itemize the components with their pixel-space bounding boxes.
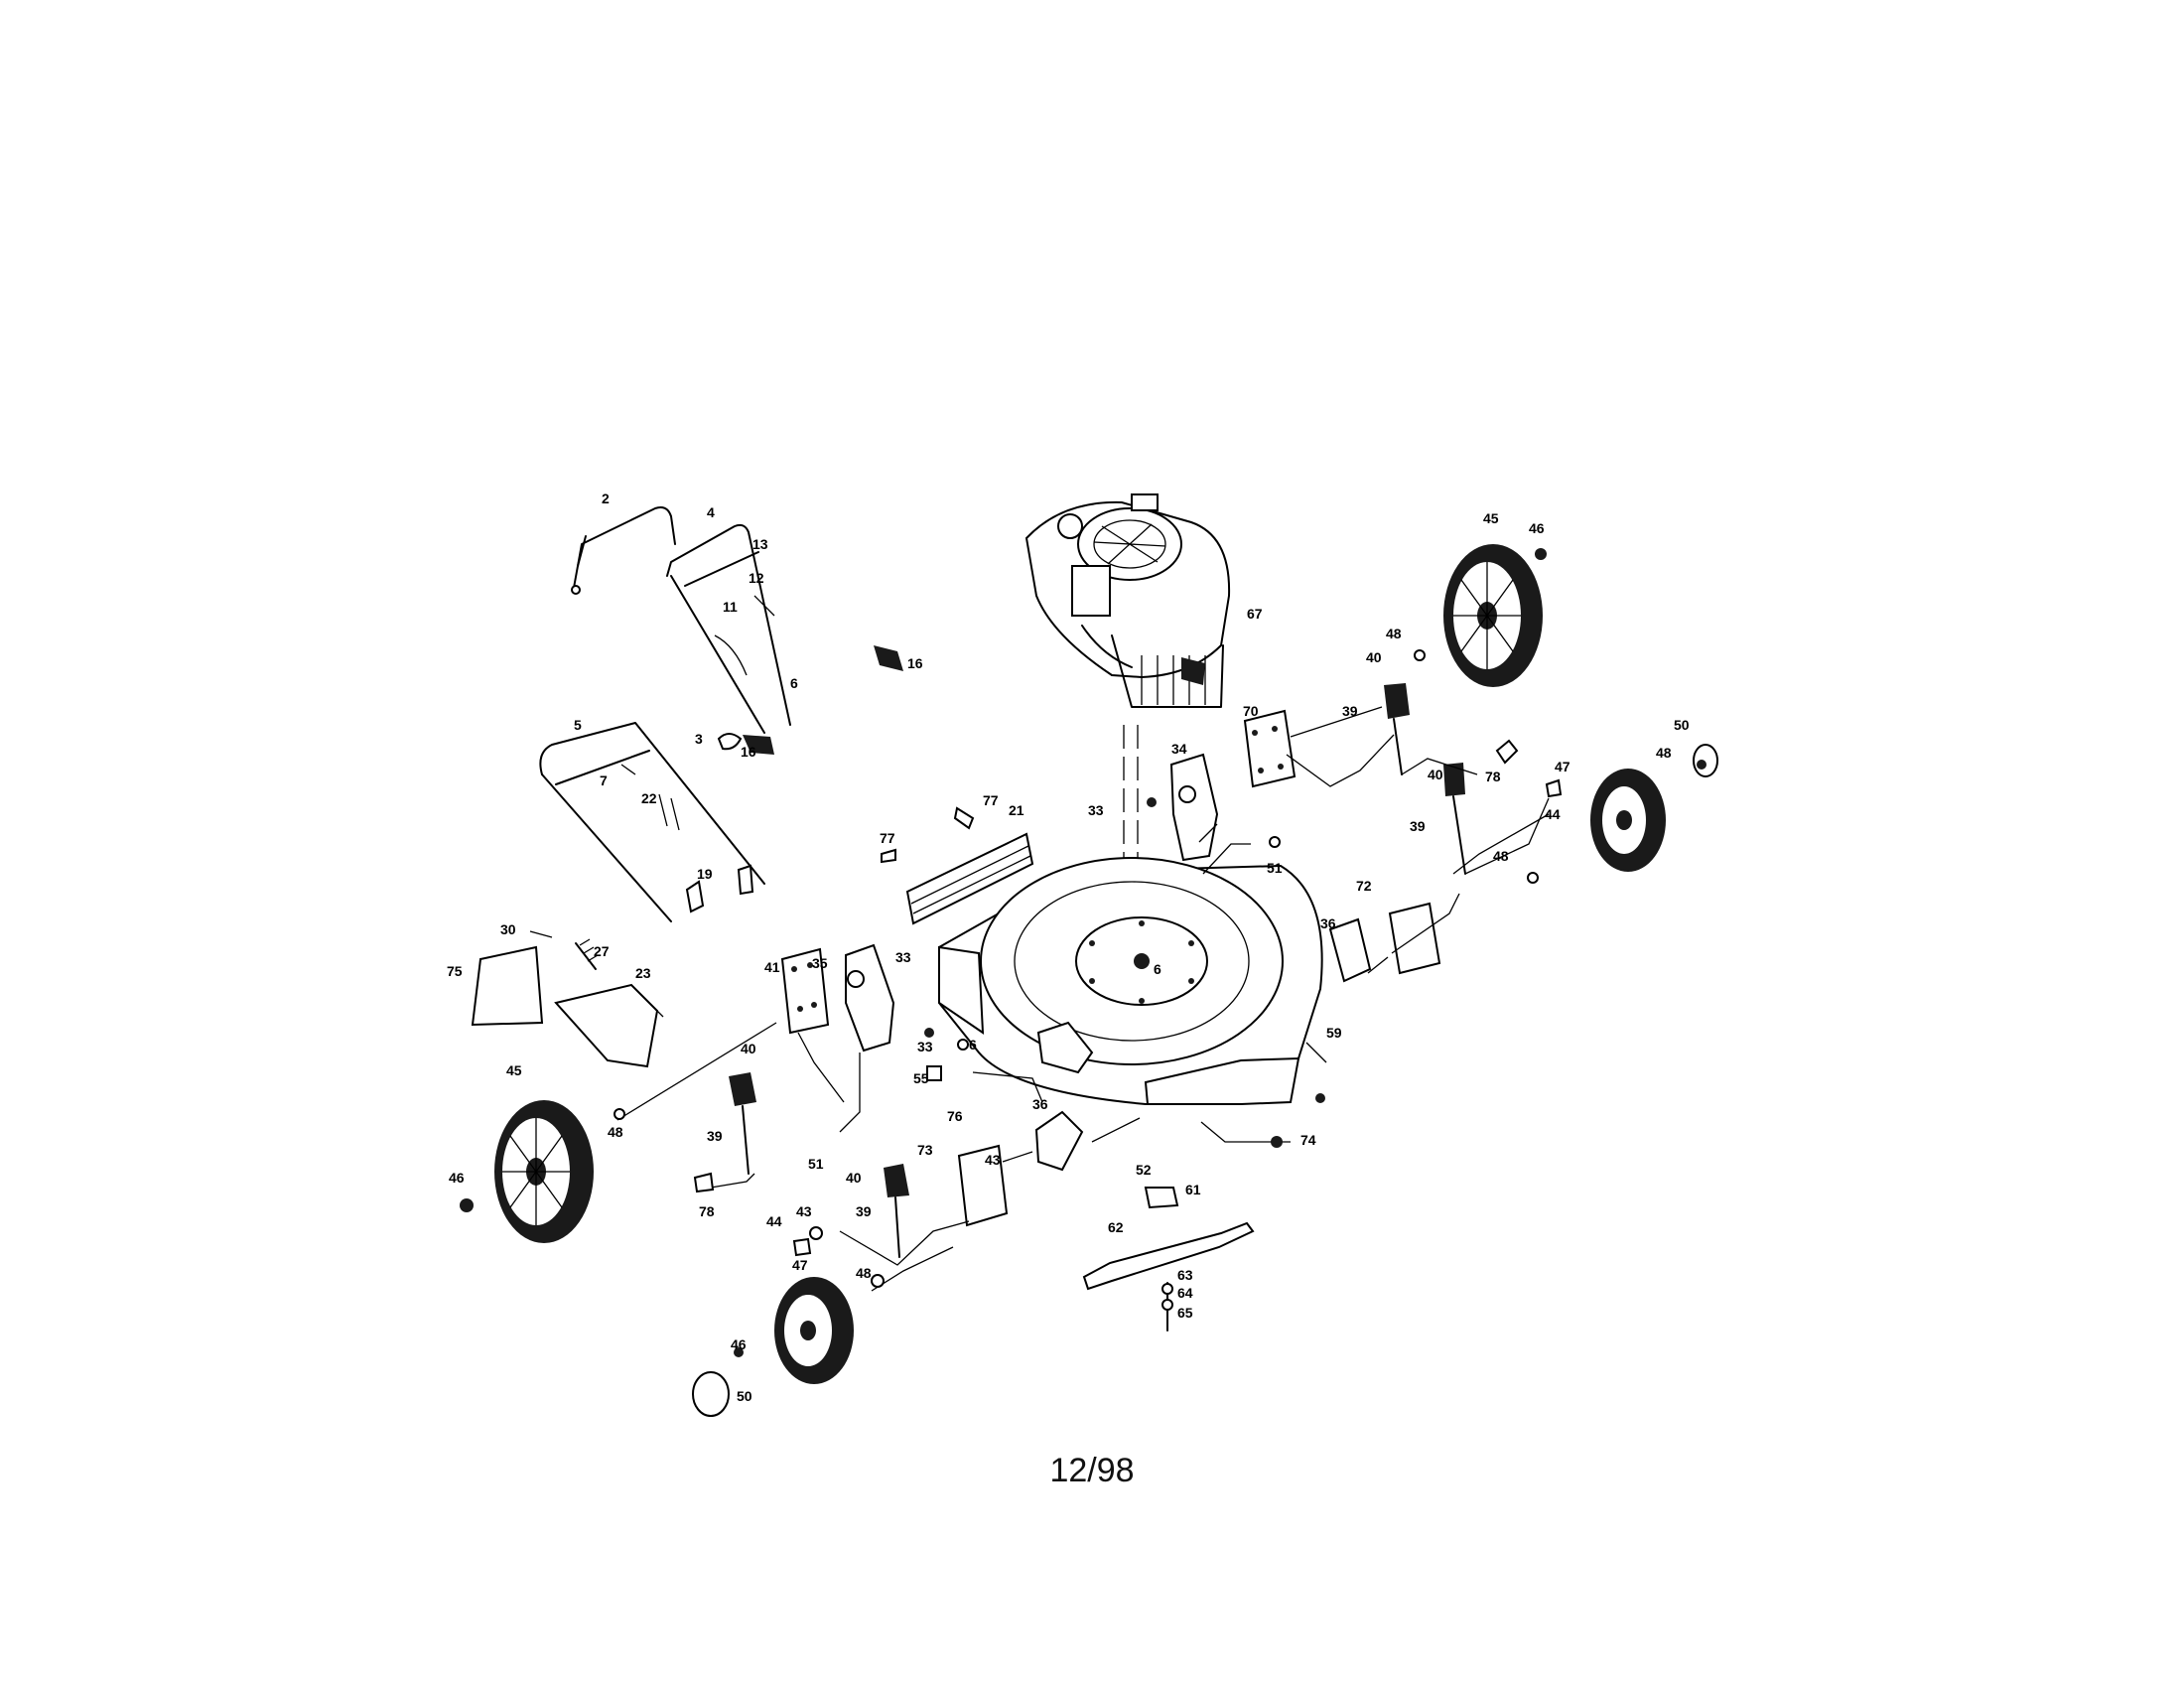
mower-deck-part: [938, 857, 1323, 1106]
callout-43-front: 43: [796, 1203, 812, 1219]
callout-36: 36: [1320, 915, 1336, 931]
callout-74: 74: [1300, 1132, 1316, 1148]
callout-21: 21: [1009, 802, 1024, 818]
callout-51-right: 51: [1267, 860, 1283, 876]
callout-40-front: 40: [846, 1170, 862, 1186]
rear-baffle-part: [905, 832, 1034, 925]
callout-48-right: 48: [1386, 626, 1402, 641]
callout-67: 67: [1247, 606, 1263, 622]
callout-30: 30: [500, 921, 516, 937]
right-front-wheel-part: [1590, 769, 1666, 872]
callout-48-hub: 48: [1656, 745, 1672, 761]
callout-75: 75: [447, 963, 463, 979]
callout-23: 23: [635, 965, 651, 981]
callout-12: 12: [749, 570, 764, 586]
callout-73: 73: [917, 1142, 933, 1158]
callout-48: 48: [608, 1124, 623, 1140]
callout-44-front: 44: [766, 1213, 782, 1229]
revision-date: 12/98: [1049, 1452, 1135, 1489]
left-axle-bracket-part: [780, 943, 895, 1052]
callout-3: 3: [695, 731, 703, 747]
handle-bail-part: [571, 506, 676, 595]
callout-6-center: 6: [1154, 961, 1161, 977]
callout-55: 55: [913, 1070, 929, 1086]
callout-46: 46: [449, 1170, 465, 1186]
callout-77: 77: [983, 792, 999, 808]
callout-19: 19: [697, 866, 713, 882]
callout-13: 13: [752, 536, 768, 552]
callout-36-lower: 36: [1032, 1096, 1048, 1112]
callout-77-lower: 77: [880, 830, 895, 846]
callout-33: 33: [895, 949, 911, 965]
callout-72: 72: [1356, 878, 1372, 894]
callout-11: 11: [723, 599, 738, 615]
blade-part: [1082, 1187, 1255, 1332]
callout-6-deck: 6: [969, 1037, 977, 1052]
callout-6: 6: [790, 675, 798, 691]
callout-46-right: 46: [1529, 520, 1545, 536]
callout-39-front: 39: [856, 1203, 872, 1219]
callout-48-right-front: 48: [1493, 848, 1509, 864]
rope-guide-spring-part: [529, 930, 599, 970]
callout-41: 41: [764, 959, 780, 975]
callout-39-right: 39: [1342, 703, 1358, 719]
callout-33-lower: 33: [917, 1039, 933, 1054]
left-front-wheel-part: [774, 1277, 854, 1384]
callout-48-front: 48: [856, 1265, 872, 1281]
callout-63: 63: [1177, 1267, 1193, 1283]
callout-33-right: 33: [1088, 802, 1104, 818]
callout-64: 64: [1177, 1285, 1193, 1301]
upper-handle-part: [666, 523, 791, 734]
callout-78-right: 78: [1485, 769, 1501, 784]
callout-46-front: 46: [731, 1336, 747, 1352]
grass-bag-deflector-part: [471, 945, 664, 1068]
callout-7: 7: [600, 772, 608, 788]
callout-61: 61: [1185, 1182, 1201, 1197]
callout-44: 44: [1545, 806, 1561, 822]
callout-43: 43: [985, 1152, 1001, 1168]
right-rear-wheel-part: [1443, 544, 1543, 687]
control-knob-part: [717, 645, 903, 755]
callout-59: 59: [1326, 1025, 1342, 1041]
callout-47-front: 47: [792, 1257, 808, 1273]
assembly-leader-lines: [616, 706, 1550, 1292]
callout-70: 70: [1243, 703, 1259, 719]
callout-78: 78: [699, 1203, 715, 1219]
callout-35: 35: [812, 955, 828, 971]
engine-part: [1024, 493, 1231, 708]
callout-45: 45: [506, 1062, 522, 1078]
callout-2: 2: [602, 491, 610, 506]
callout-22: 22: [641, 790, 657, 806]
right-axle-bracket-part: [957, 709, 1441, 1227]
callout-16: 16: [907, 655, 923, 671]
callout-51: 51: [808, 1156, 824, 1172]
callout-40-right-front: 40: [1428, 767, 1443, 782]
callout-50: 50: [1674, 717, 1690, 733]
callout-52: 52: [1136, 1162, 1152, 1178]
callout-39-right-front: 39: [1410, 818, 1426, 834]
lower-handle-part: [539, 722, 765, 922]
callout-16-lower: 16: [741, 744, 756, 760]
callout-5: 5: [574, 717, 582, 733]
callout-45-right: 45: [1483, 510, 1499, 526]
callout-50-front: 50: [737, 1388, 752, 1404]
height-lever-part: [729, 683, 1466, 1258]
callout-labels: 2 4 13 12 11 16 6 3 16 5 7 22 19 30 27 7…: [447, 491, 1690, 1404]
callout-47: 47: [1555, 759, 1570, 774]
callout-40-right: 40: [1366, 649, 1382, 665]
left-rear-wheel-part: [494, 1100, 594, 1243]
callout-34: 34: [1171, 741, 1187, 757]
callout-62: 62: [1108, 1219, 1124, 1235]
hardware-fasteners: [460, 548, 1706, 1357]
callout-40: 40: [741, 1041, 756, 1056]
callout-65: 65: [1177, 1305, 1193, 1321]
callout-4: 4: [707, 504, 715, 520]
callout-76: 76: [947, 1108, 963, 1124]
callout-39: 39: [707, 1128, 723, 1144]
callout-27: 27: [594, 943, 610, 959]
